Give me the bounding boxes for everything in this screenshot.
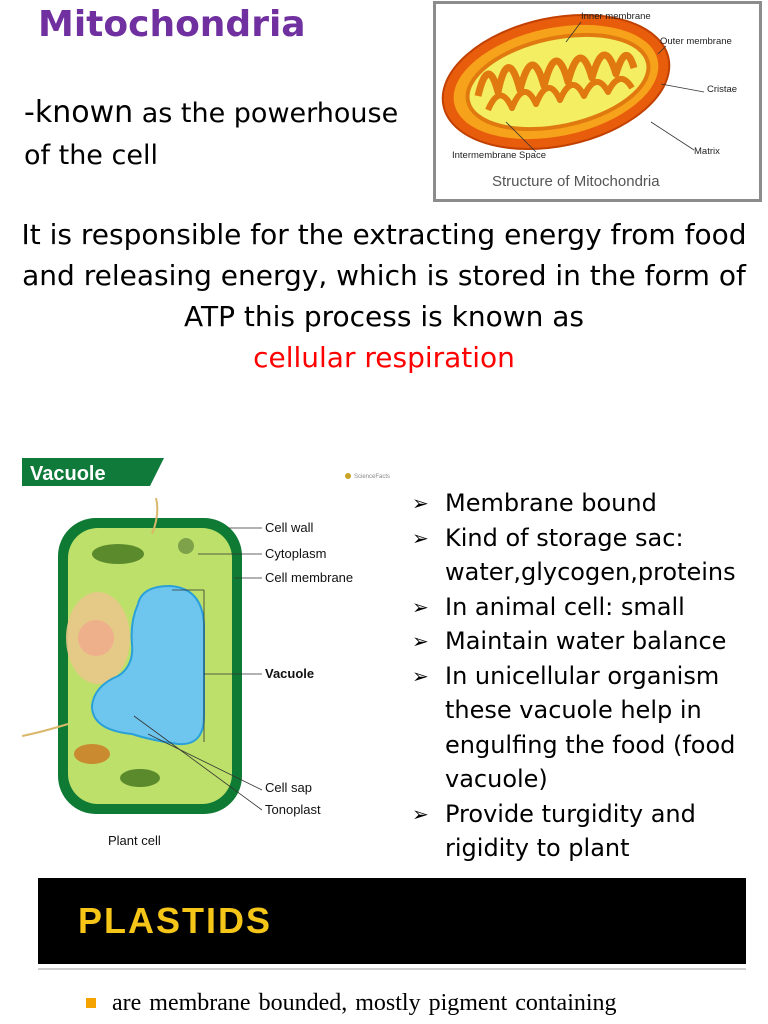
label-cristae: Cristae	[707, 84, 737, 95]
description-paragraph: It is responsible for the extracting ene…	[0, 214, 768, 378]
label-matrix: Matrix	[694, 146, 720, 157]
list-item: ➢Provide turgidity and rigidity to plant	[410, 797, 760, 866]
intro-rest: as the powerhouse	[133, 98, 398, 129]
divider	[38, 968, 746, 970]
plant-cell-caption: Plant cell	[108, 833, 161, 848]
intro-line2: of the cell	[24, 140, 158, 171]
plastids-banner: PLASTIDS	[38, 878, 746, 964]
brand-icon	[345, 473, 351, 479]
label-cytoplasm: Cytoplasm	[265, 546, 326, 561]
arrow-bullet-icon: ➢	[412, 659, 429, 694]
label-intermembrane-space: Intermembrane Space	[452, 150, 546, 161]
label-cell-sap: Cell sap	[265, 780, 312, 795]
intro-text: -known as the powerhouse of the cell	[24, 92, 398, 177]
paragraph-line-1: It is responsible for the extracting ene…	[0, 214, 768, 255]
paragraph-line-3: ATP this process is known as	[0, 296, 768, 337]
arrow-bullet-icon: ➢	[412, 590, 429, 625]
mitochondria-diagram: Inner membrane Outer membrane Cristae In…	[433, 1, 762, 202]
page-title: Mitochondria	[38, 4, 306, 45]
vacuole-bullet-list: ➢Membrane bound ➢Kind of storage sac: wa…	[410, 486, 760, 866]
chloroplast-shape	[92, 544, 144, 564]
arrow-bullet-icon: ➢	[412, 624, 429, 659]
label-outer-membrane: Outer membrane	[660, 36, 732, 47]
paragraph-line-2: and releasing energy, which is stored in…	[0, 255, 768, 296]
arrow-bullet-icon: ➢	[412, 797, 429, 832]
cellular-respiration-highlight: cellular respiration	[0, 337, 768, 378]
list-item: ➢Membrane bound	[410, 486, 760, 521]
list-item: ➢In unicellular organism these vacuole h…	[410, 659, 760, 797]
vacuole-header: Vacuole	[30, 463, 106, 485]
label-cell-membrane: Cell membrane	[265, 570, 353, 585]
intro-prefix: -known	[24, 95, 133, 130]
mitochondria-caption: Structure of Mitochondria	[492, 173, 660, 190]
list-item: ➢In animal cell: small	[410, 590, 760, 625]
label-cell-wall: Cell wall	[265, 520, 314, 535]
plastids-title: PLASTIDS	[78, 900, 272, 942]
label-vacuole: Vacuole	[265, 666, 314, 681]
label-inner-membrane: Inner membrane	[581, 11, 651, 22]
label-tonoplast: Tonoplast	[265, 802, 321, 817]
arrow-bullet-icon: ➢	[412, 486, 429, 521]
list-item: ➢Kind of storage sac: water,glycogen,pro…	[410, 521, 760, 590]
arrow-bullet-icon: ➢	[412, 521, 429, 556]
plastids-text: are membrane bounded, mostly pigment con…	[86, 990, 591, 1017]
vacuole-diagram: Vacuole ScienceFacts Cell wall Cytoplasm…	[22, 454, 402, 864]
list-item: ➢Maintain water balance	[410, 624, 760, 659]
brand-watermark: ScienceFacts	[354, 474, 390, 480]
